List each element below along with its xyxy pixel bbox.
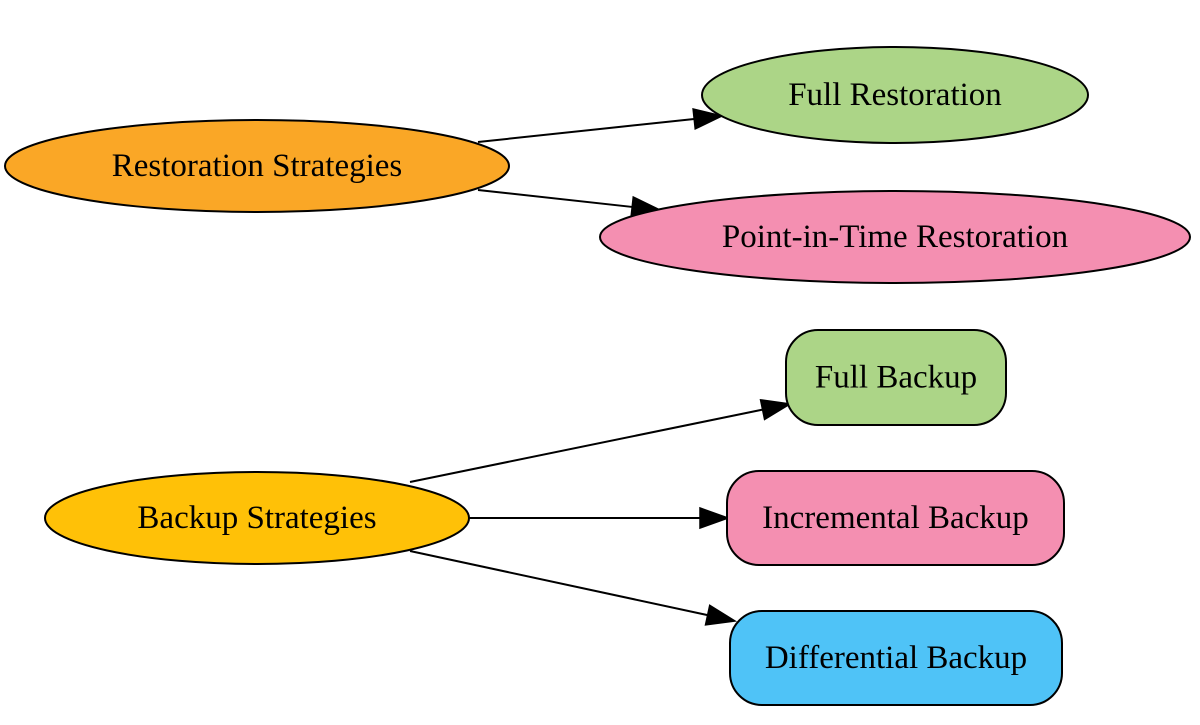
- arrowhead-icon: [704, 604, 738, 626]
- edge-backup-to-full_backup: [409, 398, 793, 483]
- node-label: Incremental Backup: [762, 500, 1029, 536]
- edge-backup-to-differential_backup: [409, 550, 738, 626]
- node-backup: Backup Strategies: [44, 471, 470, 565]
- node-full-restoration: Full Restoration: [701, 46, 1089, 144]
- node-shape: [726, 470, 1065, 566]
- edge-restoration-to-pit_restoration: [477, 189, 663, 218]
- edge-line: [477, 117, 695, 143]
- node-full-backup: Full Backup: [785, 329, 1007, 426]
- nodes-layer: Restoration Strategies Full RestorationPo…: [4, 46, 1191, 706]
- node-restoration: Restoration Strategies: [4, 119, 510, 213]
- node-shape: [729, 610, 1063, 706]
- node-pit-restoration: Point-in-Time Restoration: [599, 190, 1191, 284]
- node-incremental-backup: Incremental Backup: [726, 470, 1065, 566]
- node-label: Full Backup: [815, 360, 977, 396]
- node-shape: [44, 471, 470, 565]
- node-shape: [701, 46, 1089, 144]
- arrowhead-icon: [699, 506, 731, 530]
- node-label: Point-in-Time Restoration: [722, 219, 1068, 255]
- arrowhead-icon: [692, 108, 725, 131]
- node-differential-backup: Differential Backup: [729, 610, 1063, 706]
- node-label: Differential Backup: [765, 640, 1027, 676]
- edge-line: [409, 550, 708, 617]
- edge-backup-to-incremental_backup: [468, 506, 731, 530]
- edge-restoration-to-full_restoration: [477, 108, 725, 143]
- node-shape: [599, 190, 1191, 284]
- node-label: Backup Strategies: [137, 500, 376, 536]
- node-shape: [4, 119, 510, 213]
- node-shape: [785, 329, 1007, 426]
- node-label: Restoration Strategies: [112, 148, 403, 184]
- edge-line: [409, 408, 763, 483]
- node-label: Full Restoration: [788, 77, 1002, 113]
- edge-line: [477, 189, 633, 208]
- arrowhead-icon: [759, 398, 793, 421]
